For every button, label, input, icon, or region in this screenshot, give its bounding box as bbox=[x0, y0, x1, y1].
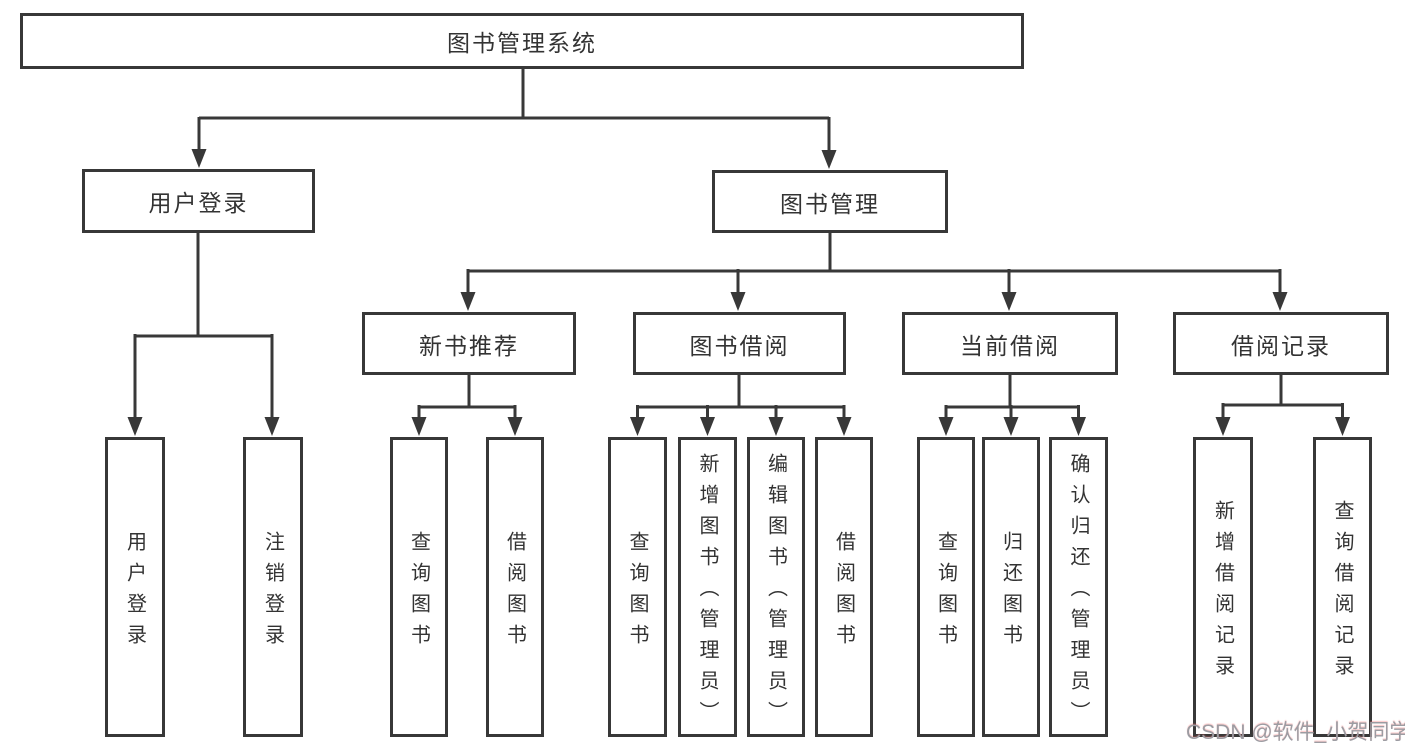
leaf-cb-return-book-label: 归还图书 bbox=[999, 530, 1022, 655]
leaf-bb-add-book-admin-label: 新增图书（管理员） bbox=[696, 453, 718, 732]
leaf-logout-login: 注销登录 bbox=[243, 437, 303, 737]
leaf-user-login: 用户登录 bbox=[105, 437, 165, 737]
node-user-login-label: 用户登录 bbox=[148, 190, 249, 216]
csdn-watermark: CSDN @软件_小贺同学 bbox=[1186, 721, 1405, 744]
leaf-cb-query-book: 查询图书 bbox=[917, 437, 975, 737]
node-borrow-record-label: 借阅记录 bbox=[1231, 332, 1331, 359]
leaf-bb-borrow-book-label: 借阅图书 bbox=[832, 530, 855, 655]
leaf-bb-query-book: 查询图书 bbox=[608, 437, 667, 737]
node-user-login: 用户登录 bbox=[82, 169, 315, 233]
leaf-bb-edit-book-admin-label: 编辑图书（管理员） bbox=[764, 453, 787, 732]
leaf-cb-return-book: 归还图书 bbox=[982, 437, 1040, 737]
leaf-bb-add-book-admin: 新增图书（管理员） bbox=[678, 437, 737, 737]
leaf-bb-query-book-label: 查询图书 bbox=[626, 530, 648, 655]
node-book-borrow: 图书借阅 bbox=[633, 312, 846, 375]
node-book-management: 图书管理 bbox=[712, 170, 948, 233]
leaf-cb-confirm-return-admin: 确认归还（管理员） bbox=[1049, 437, 1108, 737]
node-book-borrow-label: 图书借阅 bbox=[689, 332, 790, 359]
node-root-label: 图书管理系统 bbox=[447, 30, 597, 56]
node-borrow-record: 借阅记录 bbox=[1173, 312, 1389, 375]
leaf-nbr-query-book: 查询图书 bbox=[390, 437, 448, 737]
node-current-borrow-label: 当前借阅 bbox=[960, 332, 1060, 359]
node-current-borrow: 当前借阅 bbox=[902, 312, 1118, 375]
leaf-nbr-query-book-label: 查询图书 bbox=[407, 530, 430, 655]
node-root: 图书管理系统 bbox=[20, 13, 1024, 69]
node-book-management-label: 图书管理 bbox=[780, 190, 880, 217]
leaf-user-login-label: 用户登录 bbox=[123, 530, 146, 655]
node-new-book-recommend: 新书推荐 bbox=[362, 312, 576, 375]
leaf-cb-confirm-return-admin-label: 确认归还（管理员） bbox=[1067, 453, 1089, 732]
leaf-nbr-borrow-book: 借阅图书 bbox=[486, 437, 544, 737]
leaf-logout-login-label: 注销登录 bbox=[261, 530, 284, 655]
node-new-book-recommend-label: 新书推荐 bbox=[419, 332, 519, 359]
leaf-nbr-borrow-book-label: 借阅图书 bbox=[503, 530, 526, 655]
leaf-bb-borrow-book: 借阅图书 bbox=[815, 437, 873, 737]
leaf-br-add-record: 新增借阅记录 bbox=[1193, 437, 1253, 737]
leaf-cb-query-book-label: 查询图书 bbox=[934, 530, 957, 655]
leaf-br-add-record-label: 新增借阅记录 bbox=[1211, 499, 1234, 686]
leaf-bb-edit-book-admin: 编辑图书（管理员） bbox=[747, 437, 805, 737]
leaf-br-query-record: 查询借阅记录 bbox=[1313, 437, 1372, 737]
leaf-br-query-record-label: 查询借阅记录 bbox=[1331, 499, 1353, 686]
